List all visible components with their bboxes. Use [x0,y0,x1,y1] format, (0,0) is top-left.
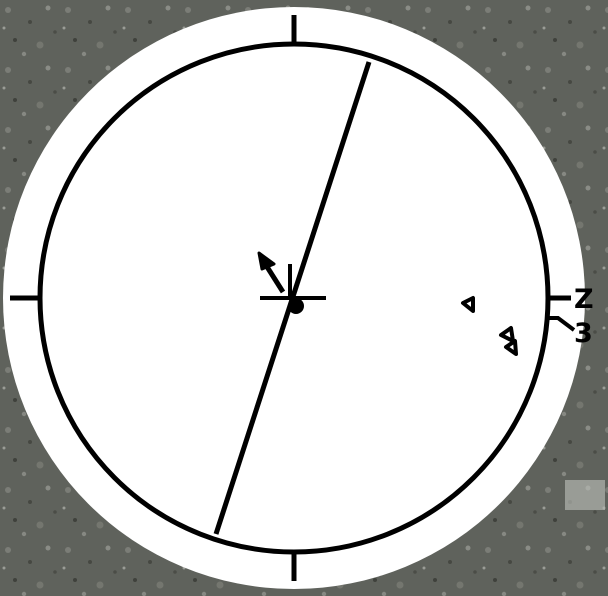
side-label-z: Z [574,284,594,315]
side-label-3: 3 [574,318,593,349]
bottom-rock-patch [565,480,605,510]
center-pole-dot [288,298,304,314]
